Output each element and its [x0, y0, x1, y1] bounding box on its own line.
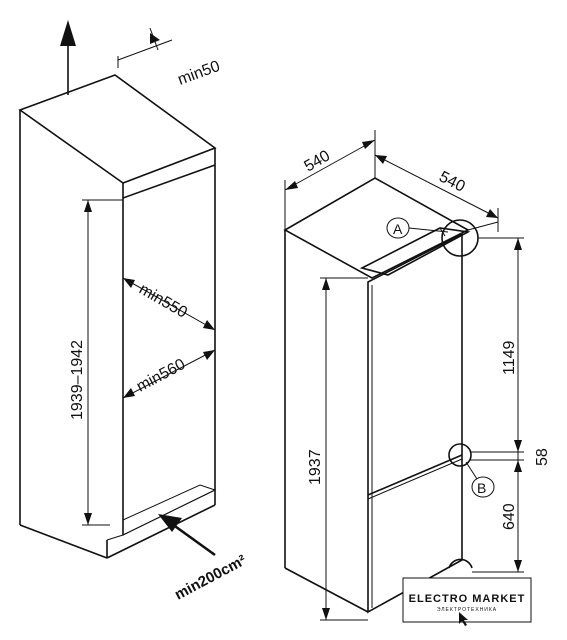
detail-b-label: B [477, 480, 486, 496]
vent-area-dim: min200cm² [158, 514, 249, 604]
watermark-tagline: ЭЛЕКТРОТЕХНИКА [437, 607, 497, 613]
section-dims: 1149 58 640 [470, 237, 551, 573]
depth-min-b-label: min560 [134, 356, 188, 396]
depth-min-b-dim: min560 [122, 349, 216, 399]
detail-a-label: A [393, 221, 403, 237]
cursor-icon [459, 612, 468, 626]
width-label: 540 [302, 147, 334, 175]
airflow-up-arrow [60, 20, 76, 95]
detail-c-arc [448, 558, 473, 569]
niche-height-dim: 1939–1942 [69, 199, 123, 526]
depth-label: 540 [436, 168, 468, 195]
detail-a-callout: A [386, 217, 449, 239]
lower-section-label: 640 [501, 503, 518, 530]
detail-b-circle [448, 443, 472, 467]
depth-min-a-label: min550 [136, 281, 190, 322]
clearance-top-label: min50 [176, 58, 223, 89]
clearance-top-dim: min50 [117, 27, 223, 89]
depth-min-a-dim: min550 [122, 277, 216, 331]
width-dim: 540 [284, 130, 376, 230]
electro-market-watermark: ELECTRO MARKET ЭЛЕКТРОТЕХНИКА [402, 577, 532, 626]
niche-height-label: 1939–1942 [69, 340, 86, 420]
gap-label: 58 [534, 448, 551, 466]
vent-area-label: min200cm² [172, 552, 249, 604]
height-dim: 1937 [307, 277, 368, 621]
watermark-brand: ELECTRO MARKET [409, 593, 526, 605]
detail-b-callout: B [465, 461, 495, 498]
height-label: 1937 [307, 449, 324, 485]
niche-cabinet: min50 1939–1942 min550 min560 [18, 20, 249, 604]
upper-section-label: 1149 [501, 340, 518, 375]
appliance: A B 540 540 [283, 130, 551, 621]
